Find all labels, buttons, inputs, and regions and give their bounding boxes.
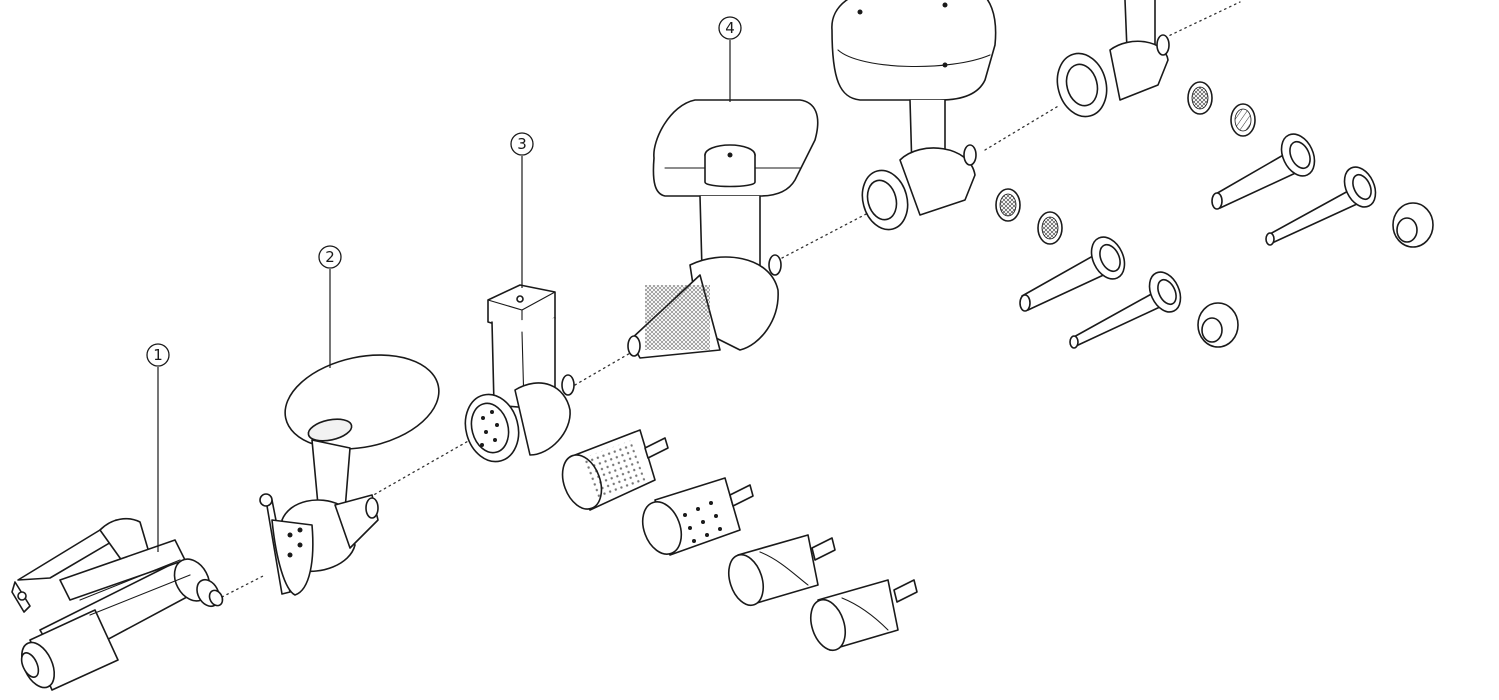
meat-grinder-alt bbox=[1056, 0, 1170, 118]
callout-4-label: 4 bbox=[725, 19, 735, 37]
callout-1-label: 1 bbox=[153, 346, 163, 364]
sausage-stuffer-tube-large bbox=[1019, 236, 1126, 312]
grinder-plate-fine bbox=[1037, 211, 1063, 245]
shredder-drum-fine bbox=[561, 429, 669, 511]
callout-1: 1 bbox=[146, 343, 170, 552]
callout-3: 3 bbox=[510, 132, 534, 288]
juicer bbox=[627, 99, 819, 359]
sausage-stuffer-tube-small-alt bbox=[1265, 166, 1377, 246]
meat-grinder bbox=[831, 0, 997, 231]
grinder-plate-coarse bbox=[995, 188, 1021, 222]
sausage-stuffer-tube-small bbox=[1069, 271, 1182, 349]
stuffer-cap-alt bbox=[1392, 202, 1434, 248]
callout-2-label: 2 bbox=[325, 248, 335, 266]
food-grinder bbox=[259, 354, 440, 596]
callout-3-label: 3 bbox=[517, 135, 527, 153]
sausage-stuffer-tube-large-alt bbox=[1211, 133, 1316, 210]
callout-2: 2 bbox=[318, 245, 342, 368]
slicer-drum-thick bbox=[727, 534, 836, 607]
grinder-plate-coarse-alt bbox=[1187, 81, 1213, 115]
shredder-drum-coarse bbox=[641, 477, 754, 556]
callout-4: 4 bbox=[718, 16, 742, 102]
pasta-roller bbox=[11, 517, 224, 691]
stuffer-cap bbox=[1197, 302, 1239, 348]
slicer-drum-thin bbox=[809, 579, 918, 652]
grinder-plate-fine-alt bbox=[1230, 103, 1256, 137]
assembly-axis bbox=[221, 1, 1241, 598]
slicer-shredder-housing bbox=[464, 284, 575, 463]
